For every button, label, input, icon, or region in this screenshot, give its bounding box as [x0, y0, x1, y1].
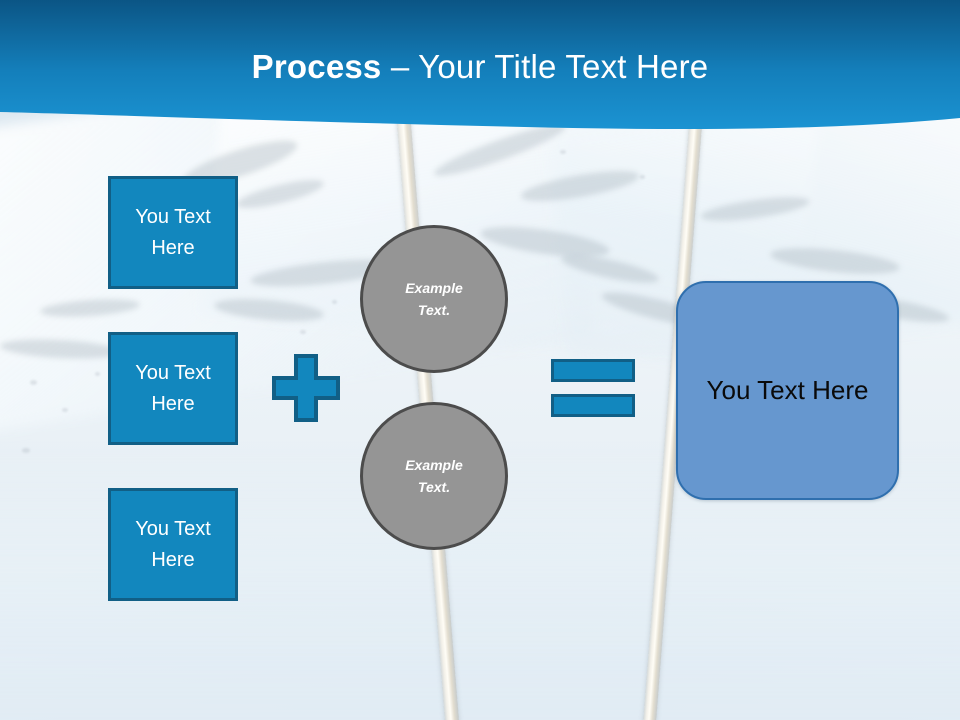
input-box-3-label: You Text Here: [135, 517, 211, 571]
page-title-strong: Process: [251, 48, 382, 85]
snow-speck: [332, 300, 337, 304]
input-box-3[interactable]: You Text Here: [108, 488, 238, 601]
process-circle-2-line1: Example: [405, 457, 463, 473]
process-circle-1-line2: Text.: [417, 302, 451, 318]
snow-speck: [300, 330, 306, 334]
equals-bar-top: [551, 359, 635, 382]
plus-operator-icon: [272, 354, 340, 422]
process-circle-1[interactable]: Example Text.: [360, 225, 508, 373]
process-circle-2-label: Example Text.: [405, 454, 463, 498]
input-box-2-label: You Text Here: [135, 361, 211, 415]
equals-bar-bottom: [551, 394, 635, 417]
header-shape: [0, 0, 960, 130]
page-title-rest: – Your Title Text Here: [381, 48, 709, 85]
process-circle-2[interactable]: Example Text.: [360, 402, 508, 550]
snow-speck: [640, 175, 645, 179]
process-circle-1-label: Example Text.: [405, 277, 463, 321]
header-banner: Process – Your Title Text Here: [0, 0, 960, 140]
result-box-label: You Text Here: [706, 375, 869, 405]
snow-speck: [560, 150, 566, 154]
process-circle-2-line2: Text.: [417, 479, 451, 495]
snow-speck: [30, 380, 37, 385]
snow-speck: [62, 408, 68, 412]
equals-operator-icon: [551, 359, 635, 417]
snow-speck: [95, 372, 100, 376]
page-title: Process – Your Title Text Here: [0, 47, 960, 87]
input-box-1[interactable]: You Text Here: [108, 176, 238, 289]
result-box[interactable]: You Text Here: [676, 281, 899, 500]
input-box-2[interactable]: You Text Here: [108, 332, 238, 445]
process-circle-1-line1: Example: [405, 280, 463, 296]
input-box-1-label: You Text Here: [135, 205, 211, 259]
